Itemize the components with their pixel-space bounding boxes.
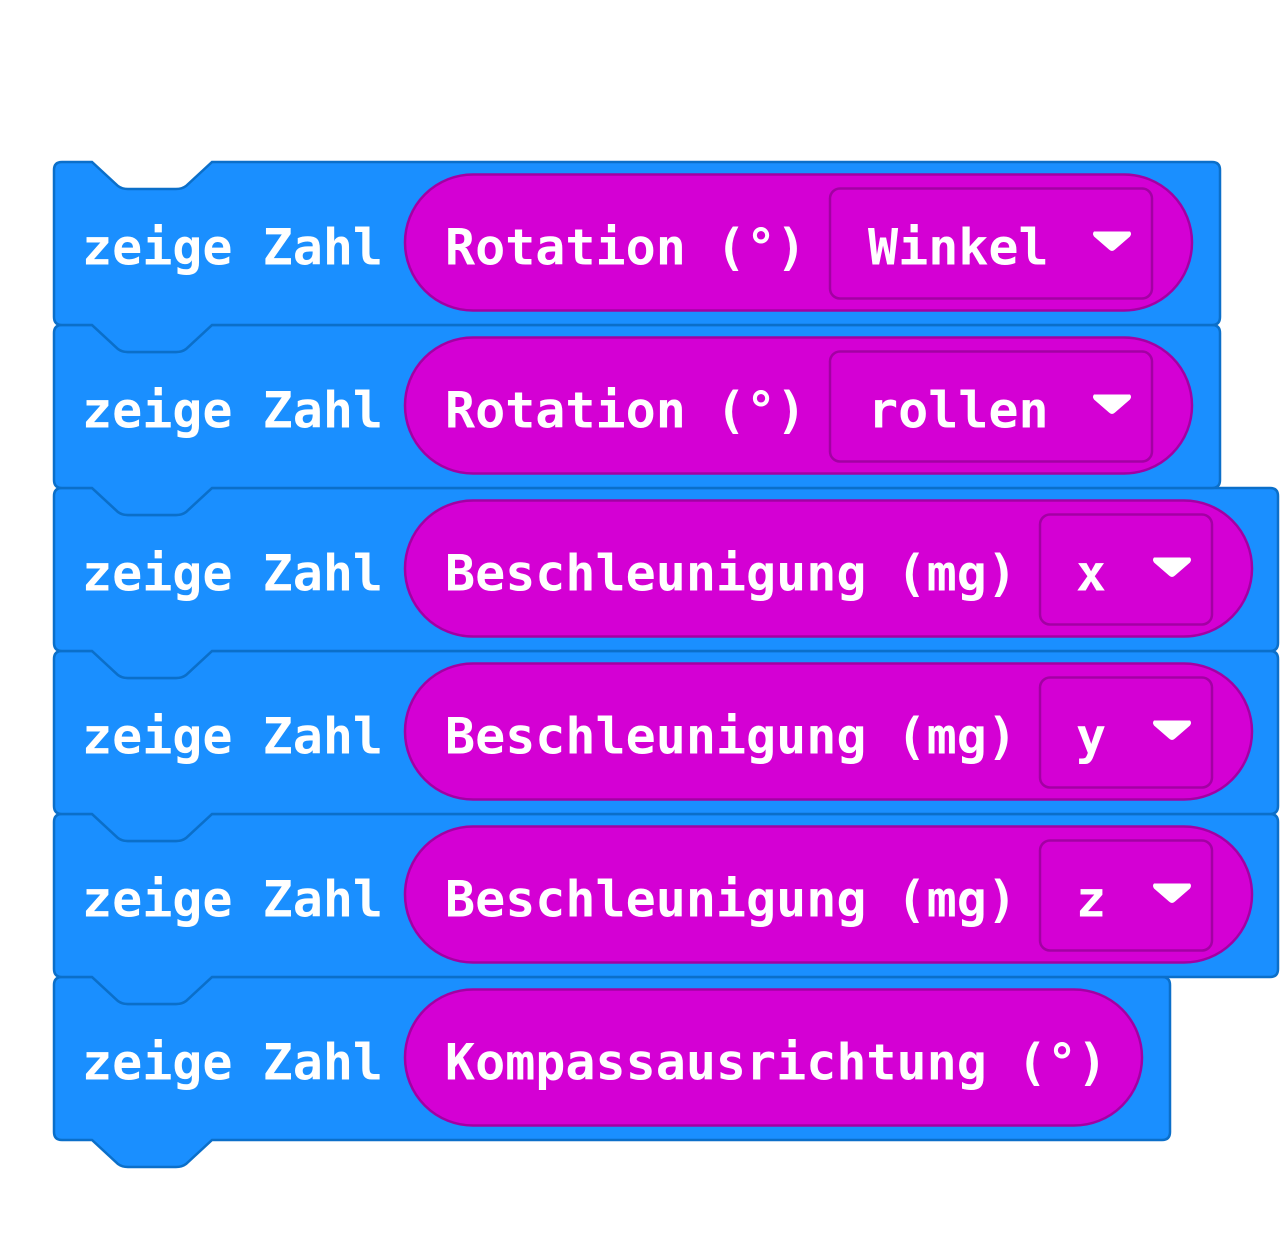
- dropdown-caret-icon[interactable]: [1153, 720, 1191, 741]
- reporter-label: Kompassausrichtung (°): [445, 1034, 1107, 1092]
- dropdown-caret-icon[interactable]: [1093, 231, 1131, 252]
- dropdown-value: z: [1076, 871, 1106, 929]
- reporter-label: Rotation (°): [445, 382, 806, 440]
- show-number-block[interactable]: zeige Zahl Kompassausrichtung (°): [52, 975, 1172, 1169]
- dropdown-field[interactable]: [828, 187, 1154, 300]
- axis-dropdown[interactable]: x: [1038, 513, 1214, 626]
- reporter-label: Beschleunigung (mg): [445, 708, 1017, 766]
- dropdown-value: Winkel: [868, 219, 1049, 277]
- axis-dropdown[interactable]: y: [1038, 676, 1214, 789]
- block-label: zeige Zahl: [82, 1034, 383, 1092]
- block-label: zeige Zahl: [82, 382, 383, 440]
- dropdown-field[interactable]: [1038, 513, 1214, 626]
- axis-dropdown[interactable]: Winkel: [828, 187, 1154, 300]
- dropdown-value: rollen: [868, 382, 1049, 440]
- block-label: zeige Zahl: [82, 871, 383, 929]
- dropdown-value: x: [1076, 545, 1106, 603]
- show-number-block[interactable]: zeige Zahl Rotation (°) Winkel: [52, 160, 1222, 354]
- show-number-block[interactable]: zeige Zahl Rotation (°) rollen: [52, 323, 1222, 517]
- reporter-label: Beschleunigung (mg): [445, 871, 1017, 929]
- dropdown-caret-icon[interactable]: [1153, 883, 1191, 904]
- block-label: zeige Zahl: [82, 545, 383, 603]
- reporter-label: Rotation (°): [445, 219, 806, 277]
- dropdown-value: y: [1076, 708, 1106, 766]
- dropdown-caret-icon[interactable]: [1093, 394, 1131, 415]
- dropdown-field[interactable]: [1038, 839, 1214, 952]
- block-label: zeige Zahl: [82, 708, 383, 766]
- dropdown-field[interactable]: [1038, 676, 1214, 789]
- axis-dropdown[interactable]: rollen: [828, 350, 1154, 463]
- block-label: zeige Zahl: [82, 219, 383, 277]
- show-number-block[interactable]: zeige Zahl Beschleunigung (mg) y: [52, 649, 1280, 843]
- show-number-block[interactable]: zeige Zahl Beschleunigung (mg) z: [52, 812, 1280, 1006]
- reporter-label: Beschleunigung (mg): [445, 545, 1017, 603]
- axis-dropdown[interactable]: z: [1038, 839, 1214, 952]
- sensor-reporter[interactable]: [403, 988, 1144, 1127]
- dropdown-field[interactable]: [828, 350, 1154, 463]
- dropdown-caret-icon[interactable]: [1153, 557, 1191, 578]
- show-number-block[interactable]: zeige Zahl Beschleunigung (mg) x: [52, 486, 1280, 680]
